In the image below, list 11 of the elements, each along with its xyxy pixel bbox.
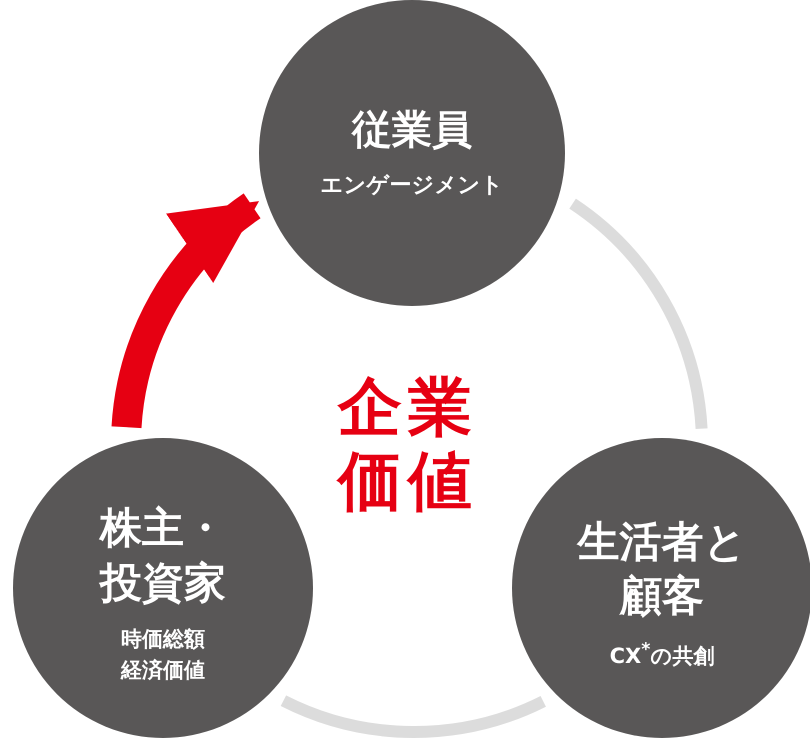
connector-arc <box>569 198 708 430</box>
circle-subtitle: 時価総額 <box>121 626 205 654</box>
connector-arc <box>281 695 546 738</box>
circle-subtitle: 経済価値 <box>121 656 205 684</box>
center-label: 企業価値 <box>338 372 478 520</box>
circle-title: 株主・投資家 <box>98 502 227 609</box>
circle-title: 生活者と顧客 <box>576 516 748 622</box>
circle-title: 従業員 <box>350 106 473 156</box>
circle-subtitle: エンゲージメント <box>320 172 504 200</box>
circle-subtitle: CX$^{*}$の共創 <box>610 638 714 670</box>
curved-arrow <box>112 194 262 429</box>
